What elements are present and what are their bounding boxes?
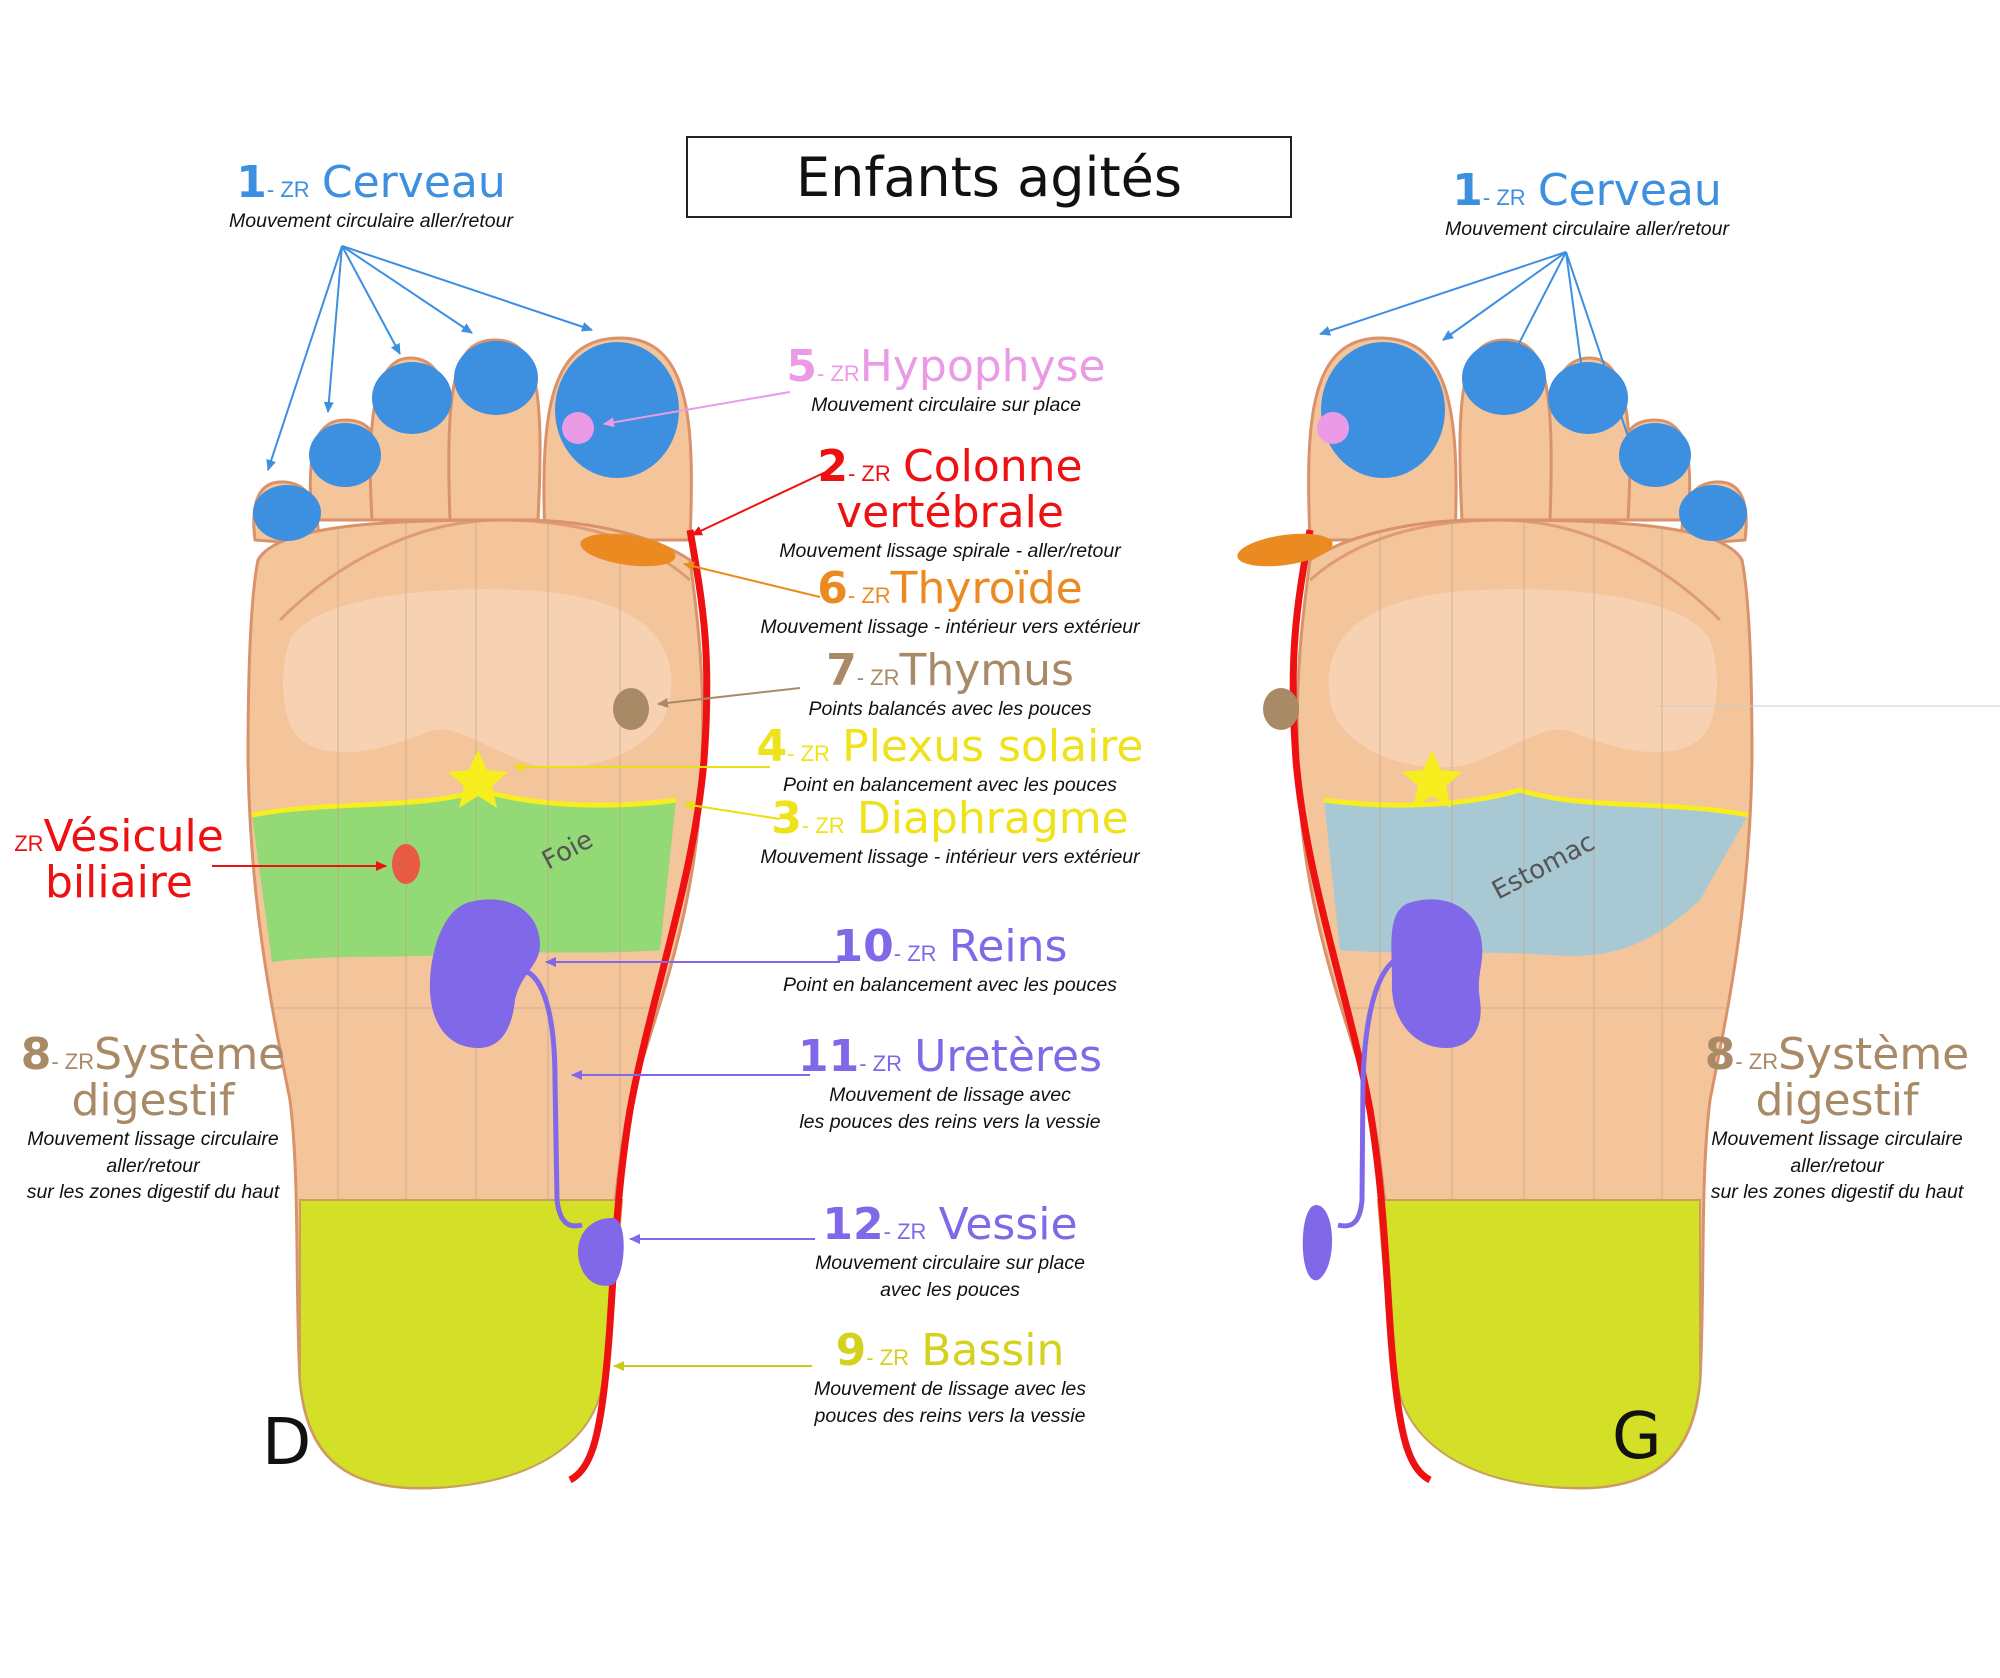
cerveau-toe-5-left [1679, 485, 1747, 541]
side-label-right-foot: D [262, 1406, 312, 1480]
vesicule-point [392, 844, 420, 884]
label-diaphragme: 3- ZR Diaphragme Mouvement lissage - int… [760, 793, 1140, 869]
label-vessie: 12- ZR Vessie Mouvement circulaire sur p… [815, 1199, 1085, 1301]
plexus-star-left [1402, 750, 1462, 808]
cerveau-toe-4-left [1619, 423, 1691, 487]
cerveau-toe-3 [372, 362, 452, 434]
left-foot-zones: Estomac [1237, 341, 1752, 1490]
cerveau-toe-2-left [1462, 341, 1546, 415]
vessie-shape [578, 1218, 624, 1286]
label-thyroide: 6- ZRThyroïde Mouvement lissage - intéri… [760, 563, 1140, 639]
rein-shape-left [1391, 899, 1483, 1048]
page-title: Enfants agités [686, 136, 1292, 218]
right-foot: Foie [246, 336, 711, 1490]
label-cerveau-right: 1- ZR Cerveau Mouvement circulaire aller… [229, 157, 513, 233]
uretere-line [521, 967, 583, 1229]
thymus-point-left [1263, 688, 1299, 730]
label-cerveau-left: 1- ZR Cerveau Mouvement circulaire aller… [1445, 165, 1729, 241]
rein-shape [429, 899, 540, 1048]
label-plexus: 4- ZR Plexus solaire Point en balancemen… [756, 721, 1144, 797]
cerveau-toe-1 [555, 342, 679, 478]
thymus-point [613, 688, 649, 730]
label-reins: 10- ZR Reins Point en balancement avec l… [783, 921, 1117, 997]
diaphragme-line-left [1323, 787, 1749, 818]
ball-area [282, 589, 672, 768]
cerveau-toe-1-left [1321, 342, 1445, 478]
colonne-line-left [1289, 529, 1432, 1484]
hypophyse-point [562, 412, 594, 444]
colonne-line [568, 529, 711, 1484]
bassin-zone [299, 1199, 624, 1490]
vessie-shape-left [1302, 1205, 1333, 1281]
thyroide-zone [580, 533, 676, 567]
ball-area-left [1328, 589, 1718, 768]
cerveau-toe-2 [454, 341, 538, 415]
cerveau-toe-4 [309, 423, 381, 487]
label-bassin: 9- ZR Bassin Mouvement de lissage avec l… [813, 1325, 1087, 1427]
label-thymus: 7- ZRThymus Points balancés avec les pou… [808, 645, 1092, 721]
plexus-star [448, 750, 508, 808]
hypophyse-point-left [1317, 412, 1349, 444]
thyroide-zone-left [1237, 533, 1333, 567]
uretere-line-left [1337, 958, 1397, 1229]
foie-zone [252, 790, 676, 962]
side-label-left-foot: G [1612, 1400, 1662, 1474]
label-hypophyse: 5- ZRHypophyse Mouvement circulaire sur … [786, 341, 1106, 417]
label-ureteres: 11- ZR Uretères Mouvement de lissage ave… [797, 1031, 1103, 1133]
cerveau-toe-5 [253, 485, 321, 541]
